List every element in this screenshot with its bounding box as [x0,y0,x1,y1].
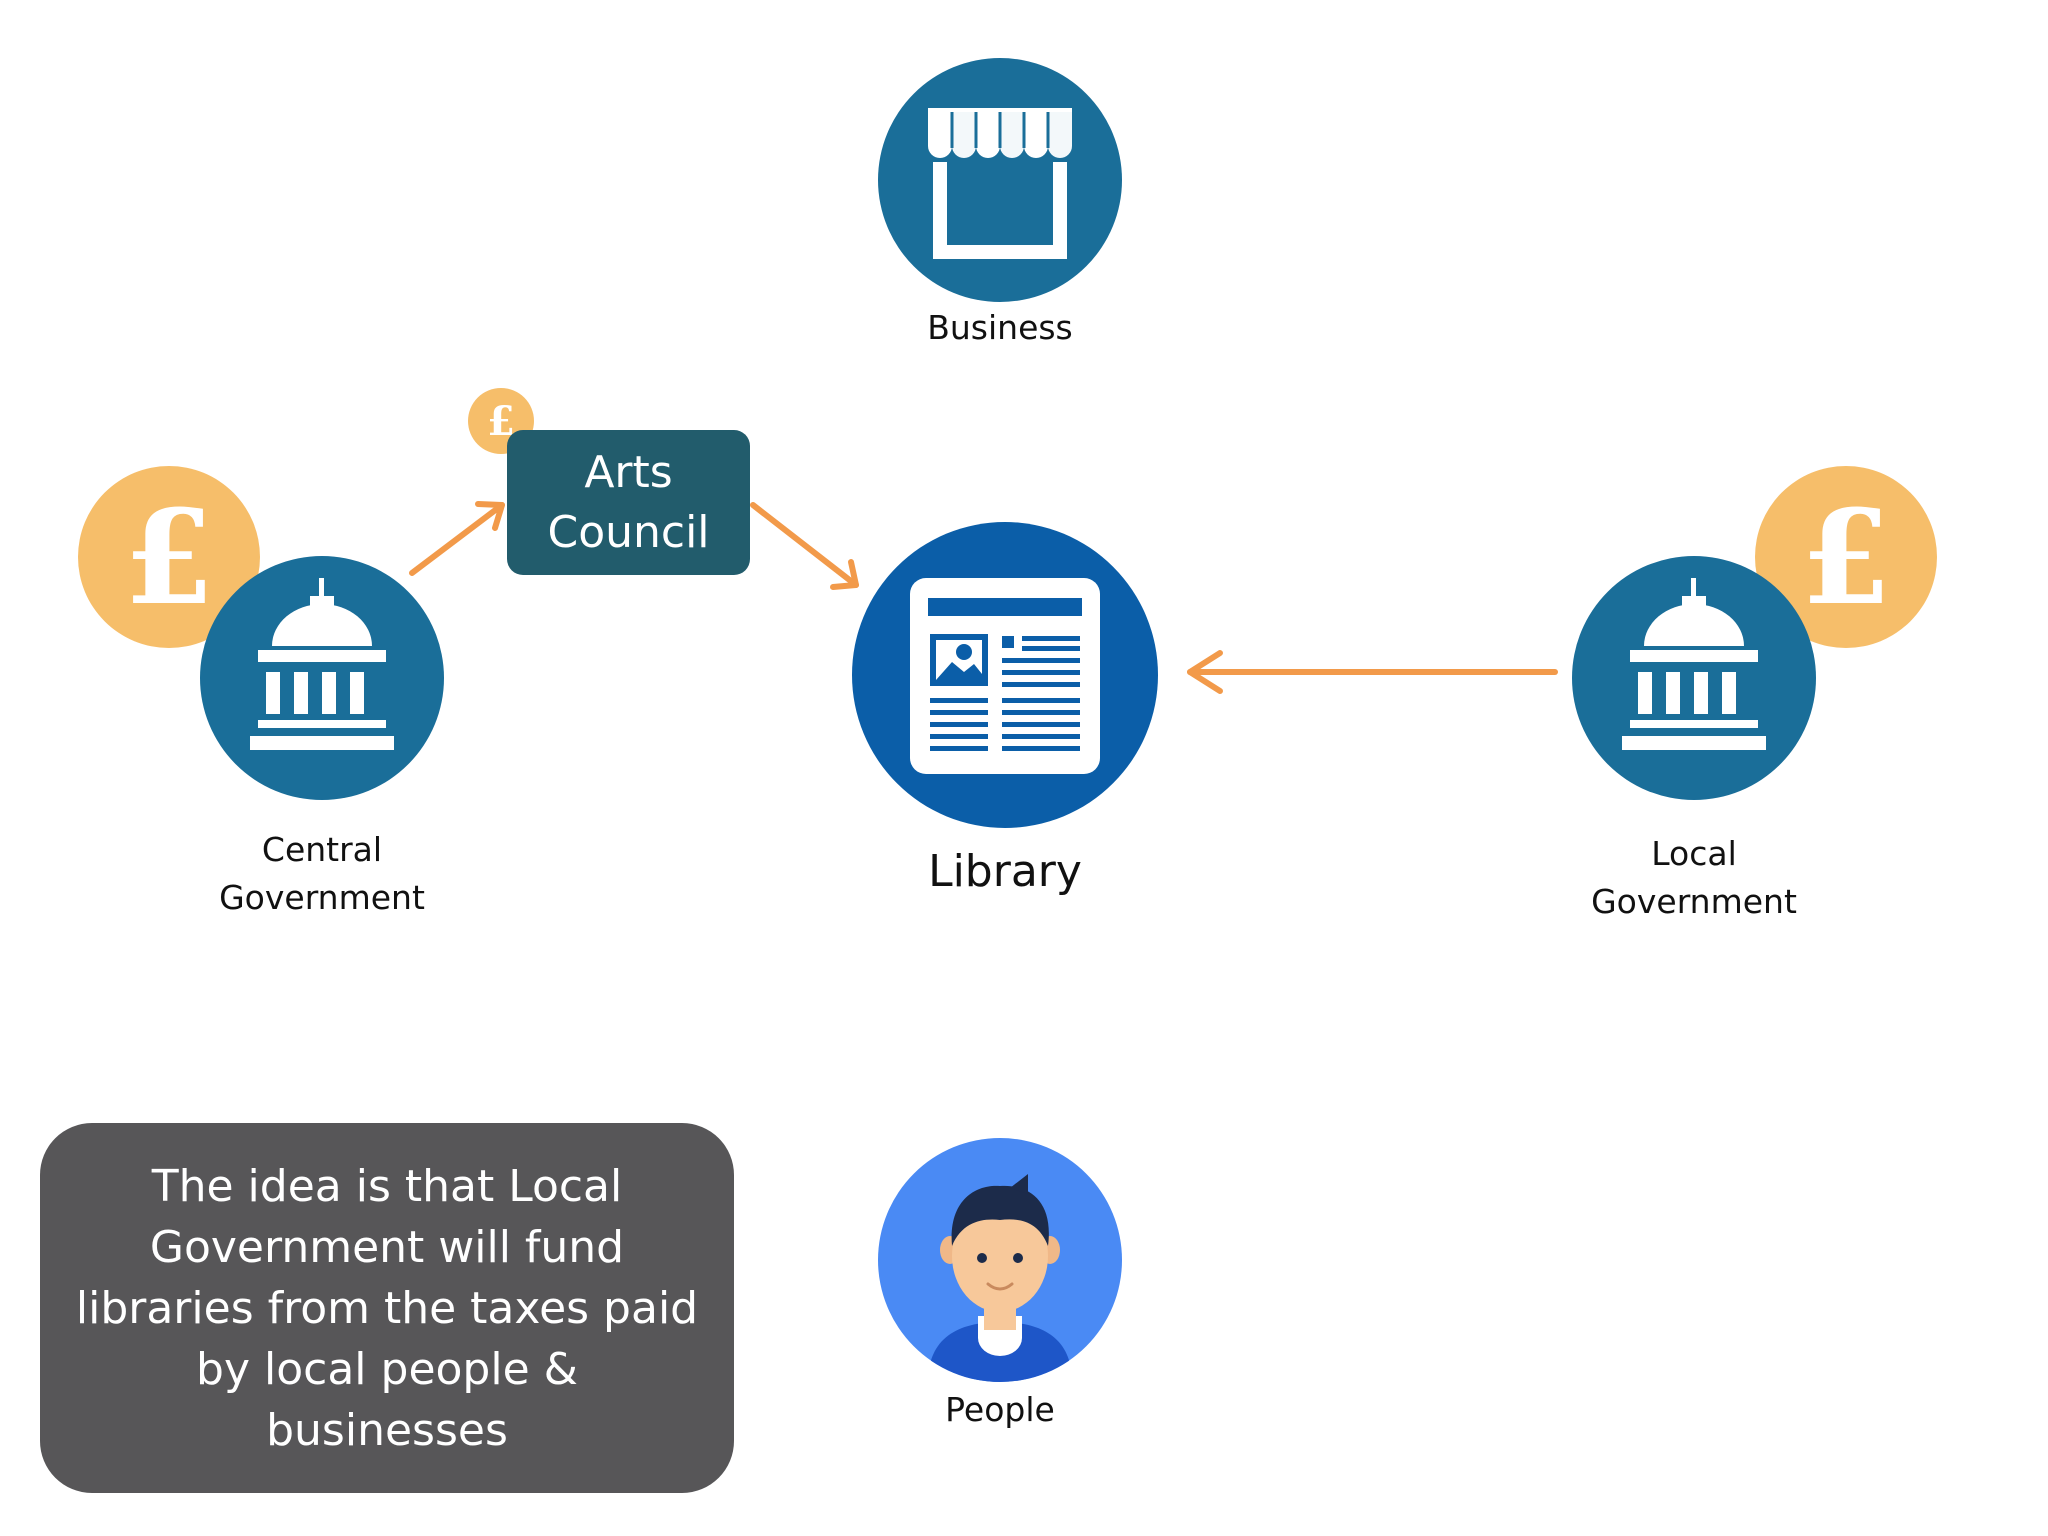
people-label: People [945,1390,1055,1429]
central-government-label: Central Government [219,830,425,917]
arrow-arts-council-to-library [750,502,859,590]
people-icon [878,1138,1122,1382]
arts-council-line1: Arts [584,446,673,498]
local-government-label: Local Government [1591,834,1797,921]
arrow-local-to-library [1187,650,1558,694]
arts-council-line2: Council [547,506,710,558]
library-label: Library [928,846,1082,897]
arrow-central-to-arts-council [409,501,505,576]
explanation-note-text: The idea is that Local Government will f… [75,1160,699,1456]
arts-council-box: Arts Council [507,430,750,575]
local-government-icon [1572,556,1816,800]
central-government-icon [200,556,444,800]
library-icon [852,522,1158,828]
business-label: Business [927,308,1073,347]
central-pound-coin-icon: £ [78,466,260,648]
explanation-note: The idea is that Local Government will f… [40,1123,734,1493]
business-icon [878,58,1122,302]
